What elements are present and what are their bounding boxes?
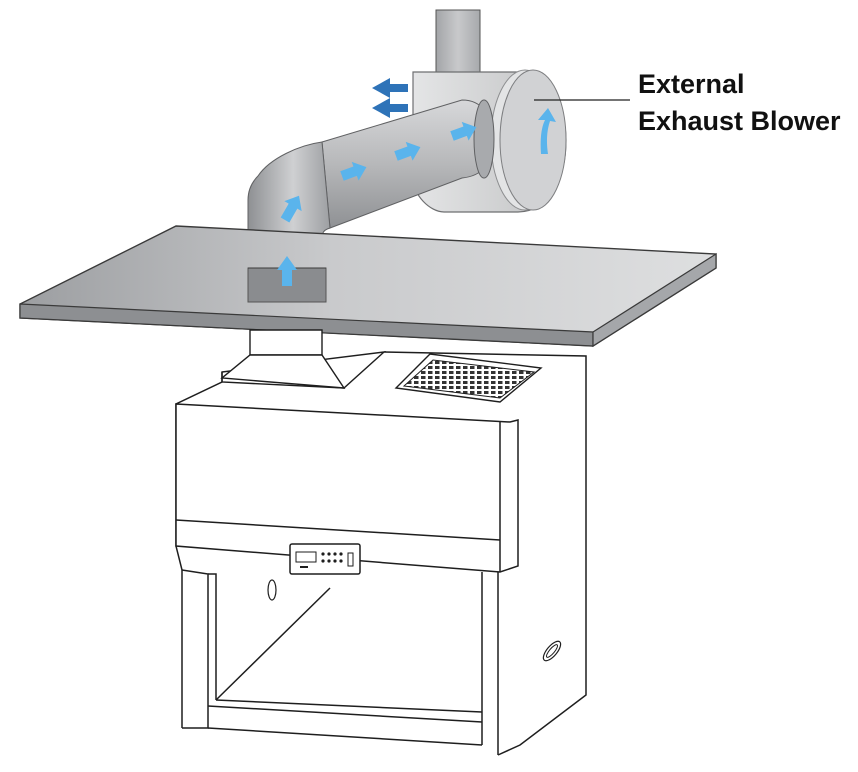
cabinet-exhaust-collar [222, 330, 384, 388]
display-icon [296, 552, 316, 562]
exhaust-arrows [372, 78, 408, 118]
exhaust-arrow-left-icon [372, 98, 408, 118]
exhaust-arrow-left-icon [372, 78, 408, 98]
ceiling-pipe [436, 10, 480, 76]
power-switch-icon [348, 553, 353, 566]
shelf [20, 226, 716, 346]
blower-label-line2: Exhaust Blower [638, 103, 841, 140]
blower-label: External Exhaust Blower [638, 66, 841, 140]
biosafety-cabinet [176, 352, 586, 755]
exhaust-filter-grille [396, 354, 541, 402]
blower-label-line1: External [638, 66, 841, 103]
